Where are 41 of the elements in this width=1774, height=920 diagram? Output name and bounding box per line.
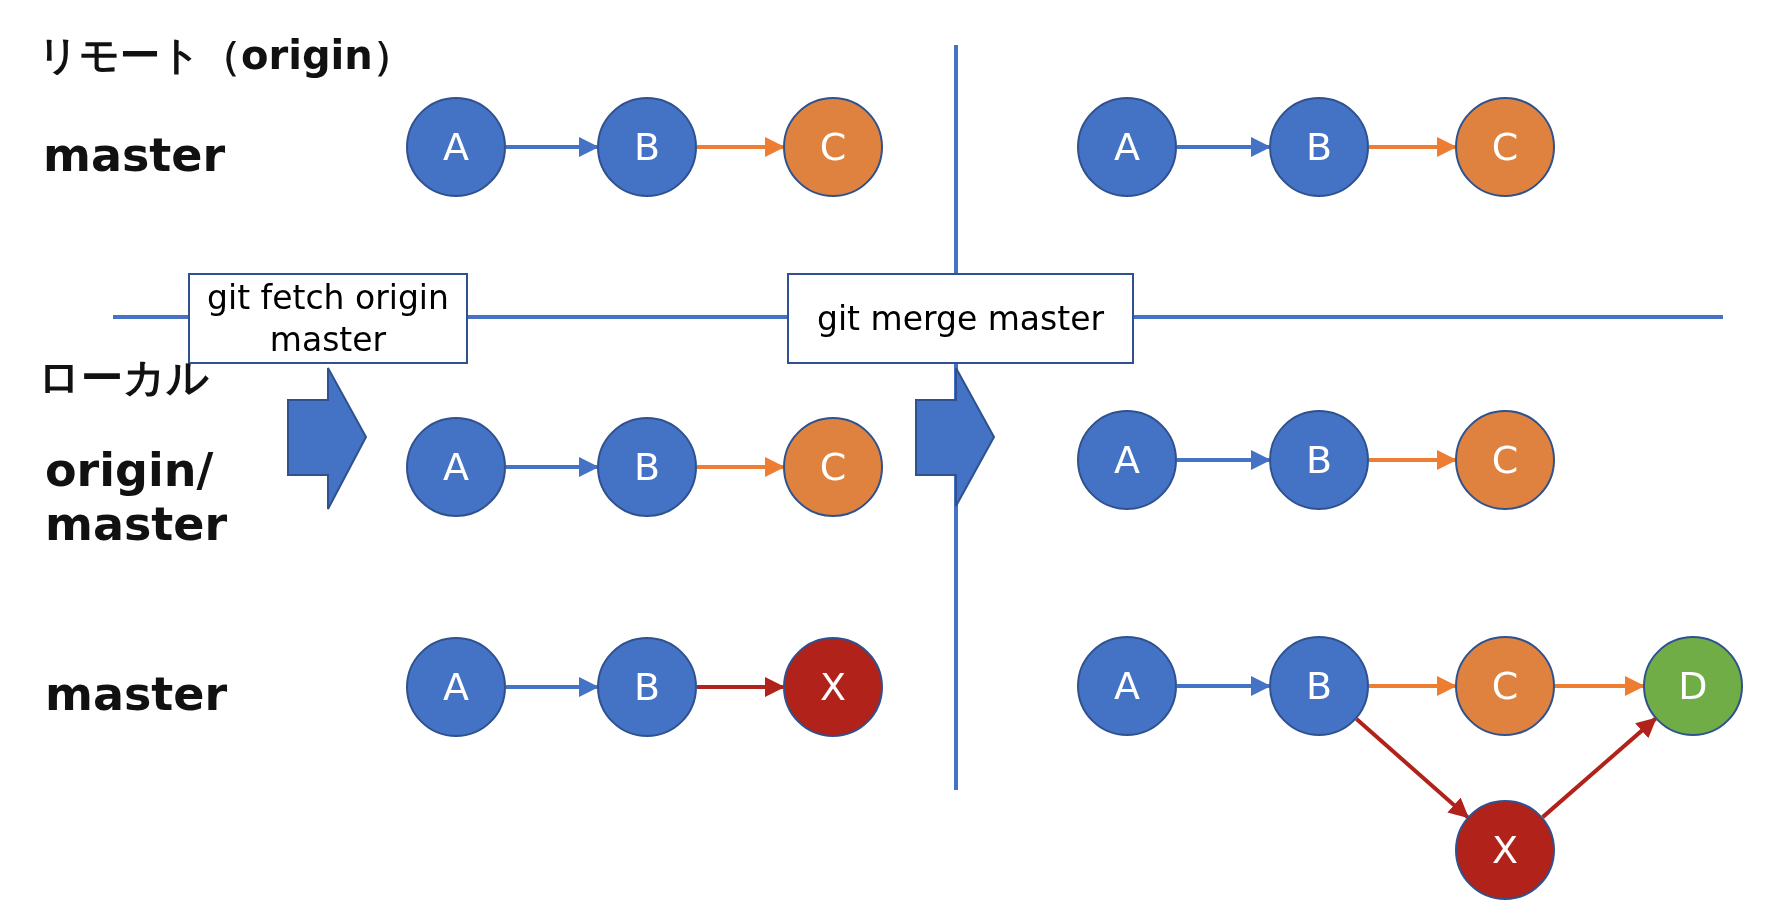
commit-circle: A: [1077, 636, 1177, 736]
commit-circle: B: [597, 97, 697, 197]
commit-circle: X: [1455, 800, 1555, 900]
commit-circle: C: [783, 97, 883, 197]
commit-circle: A: [1077, 97, 1177, 197]
arrow: [1355, 717, 1469, 819]
arrow: [1555, 676, 1645, 696]
commit-circle: B: [1269, 636, 1369, 736]
arrow: [1177, 676, 1271, 696]
arrow: [697, 457, 785, 477]
row-label: origin/ master: [45, 443, 225, 551]
arrow: [1369, 137, 1457, 157]
arrow: [1369, 676, 1457, 696]
commit-circle: D: [1643, 636, 1743, 736]
arrow: [1177, 450, 1271, 470]
commit-circle: B: [1269, 97, 1369, 197]
row-label: master: [45, 667, 228, 721]
arrow: [697, 137, 785, 157]
row-label: master: [43, 128, 226, 182]
commit-circle: C: [1455, 636, 1555, 736]
arrow: [1541, 717, 1657, 819]
commit-circle: B: [597, 637, 697, 737]
command-box: git fetch origin master: [188, 273, 468, 364]
commit-circle: X: [783, 637, 883, 737]
arrow: [697, 677, 785, 697]
arrow: [1369, 450, 1457, 470]
commit-circle: B: [597, 417, 697, 517]
command-box: git merge master: [787, 273, 1134, 364]
commit-circle: C: [783, 417, 883, 517]
arrow: [1177, 137, 1271, 157]
arrow: [506, 457, 599, 477]
arrow: [506, 137, 599, 157]
commit-circle: A: [1077, 410, 1177, 510]
commit-circle: B: [1269, 410, 1369, 510]
commit-circle: A: [406, 417, 506, 517]
commit-circle: C: [1455, 410, 1555, 510]
commit-circle: A: [406, 97, 506, 197]
page-title: リモート（origin）: [38, 31, 413, 80]
commit-circle: A: [406, 637, 506, 737]
arrow: [506, 677, 599, 697]
commit-circle: C: [1455, 97, 1555, 197]
